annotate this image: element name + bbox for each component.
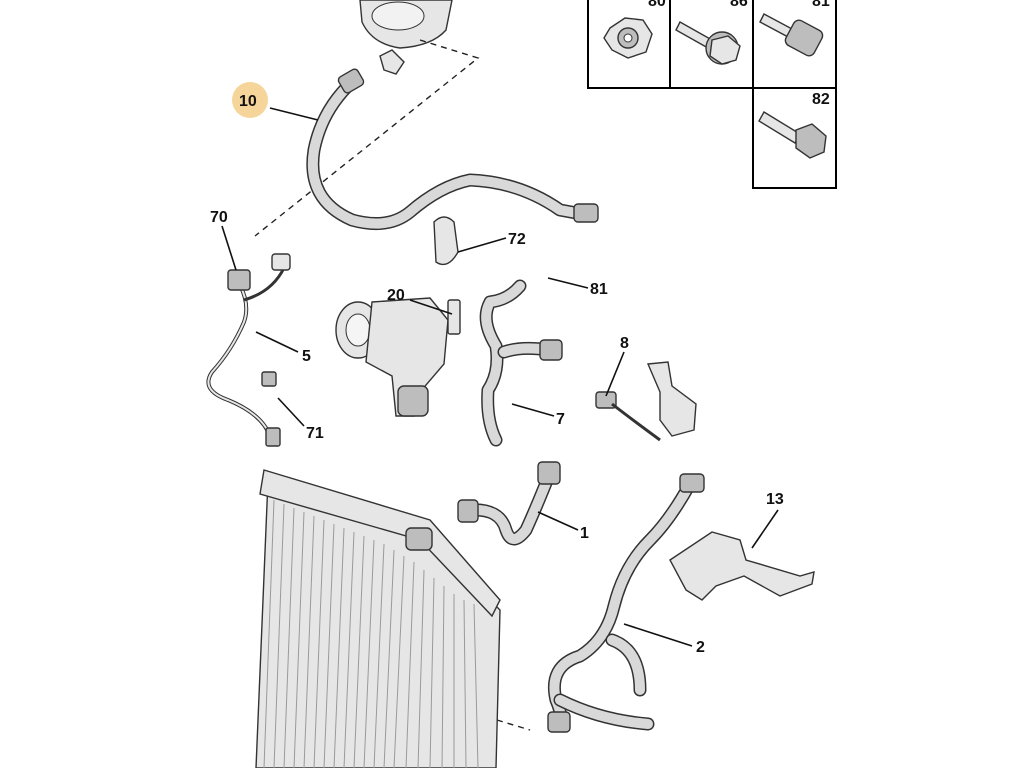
leader-lines bbox=[221, 107, 779, 647]
ref-label-1: 1 bbox=[580, 525, 589, 542]
ref-label-70: 70 bbox=[210, 209, 228, 226]
highlight-badge-10 bbox=[232, 82, 268, 118]
ref-label-5: 5 bbox=[302, 348, 311, 365]
box-label-82: 82 bbox=[812, 91, 830, 108]
nut-icon bbox=[603, 17, 653, 59]
box-label-80: 80 bbox=[648, 0, 666, 10]
box-label-81: 81 bbox=[812, 0, 830, 10]
thermostat-housing-20 bbox=[335, 297, 461, 417]
connector-71-icon bbox=[261, 371, 281, 447]
ref-label-13: 13 bbox=[766, 491, 784, 508]
connector-top-icon bbox=[271, 253, 291, 271]
clip-72 bbox=[433, 216, 459, 266]
socket-screw-icon bbox=[759, 13, 824, 57]
ref-label-81: 81 bbox=[590, 281, 608, 298]
ref-label-2: 2 bbox=[696, 639, 705, 656]
hose-7 bbox=[479, 279, 563, 447]
hose-2 bbox=[547, 473, 705, 733]
bracket-13 bbox=[669, 531, 815, 601]
ref-label-10: 10 bbox=[239, 93, 257, 110]
hose-10 bbox=[306, 68, 599, 231]
ref-label-8: 8 bbox=[620, 335, 629, 352]
wiring-harness-5 bbox=[206, 267, 286, 437]
ref-label-71: 71 bbox=[306, 425, 324, 442]
fastener-grid: 80 86 81 82 bbox=[587, 0, 837, 189]
sensor-8 bbox=[595, 361, 697, 442]
bolt-82-icon bbox=[758, 111, 827, 159]
hose-1 bbox=[457, 461, 561, 546]
box-label-86: 86 bbox=[730, 0, 748, 10]
dashed-link-bottom bbox=[496, 719, 531, 731]
ref-label-7: 7 bbox=[556, 411, 565, 428]
radiator bbox=[255, 469, 501, 768]
ref-label-20: 20 bbox=[387, 287, 405, 304]
dashed-link-tank bbox=[254, 39, 480, 237]
ref-label-72: 72 bbox=[508, 231, 526, 248]
expansion-tank bbox=[359, 0, 453, 75]
connector-70-icon bbox=[227, 269, 251, 291]
flange-bolt-icon bbox=[675, 21, 741, 65]
